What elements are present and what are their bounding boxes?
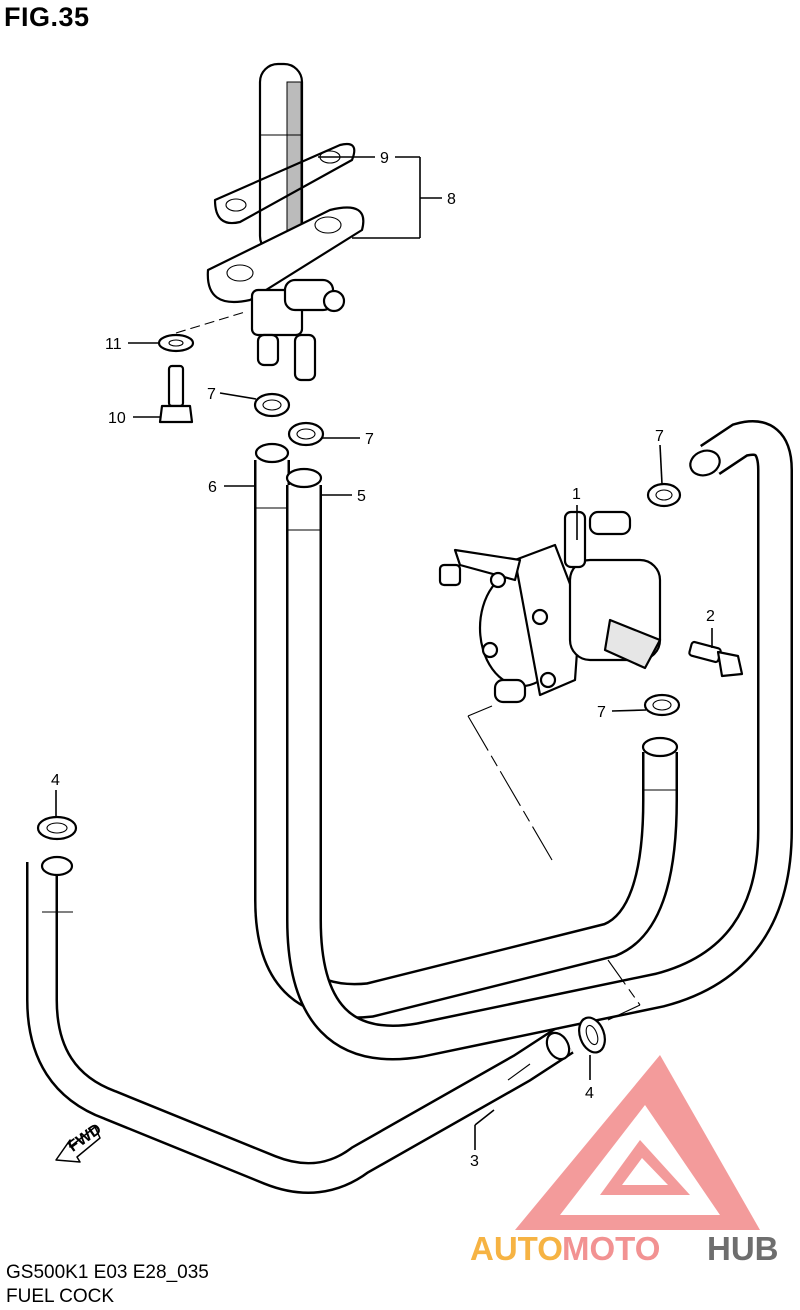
- hose-5: [285, 420, 793, 1061]
- callout-7d: 7: [597, 704, 606, 721]
- clamp-7-b: [287, 421, 360, 447]
- callout-7a: 7: [207, 386, 216, 403]
- watermark-logo: [515, 1055, 760, 1230]
- callout-8: 8: [447, 191, 456, 208]
- clamp-4-b: [578, 959, 641, 1080]
- washer-11: [128, 311, 246, 353]
- callout-11: 11: [105, 336, 122, 353]
- leaders-hoses: [224, 485, 495, 1150]
- watermark-hub: HUB: [707, 1230, 779, 1267]
- callout-7b: 7: [365, 431, 374, 448]
- diagram-name: FUEL COCK: [6, 1286, 115, 1307]
- watermark-auto: AUTO: [470, 1230, 563, 1267]
- callout-1: 1: [572, 486, 581, 503]
- watermark-moto: MOTO: [562, 1230, 660, 1267]
- bolt-10: [133, 364, 194, 424]
- fuel-valve-1: [438, 505, 662, 861]
- leader-8-9: [318, 156, 442, 239]
- clamp-7-d: [611, 693, 681, 717]
- callout-5: 5: [357, 488, 366, 505]
- bolt-2: [688, 628, 744, 678]
- diagram-code: GS500K1 E03 E28_035: [6, 1262, 209, 1283]
- fwd-arrow-icon: FWD: [55, 1121, 105, 1163]
- callout-4a: 4: [51, 772, 60, 789]
- callout-9: 9: [380, 150, 389, 167]
- clamp-7-a: [219, 392, 291, 418]
- callout-2: 2: [706, 608, 715, 625]
- callout-numbers: 1 2 3 4 4 5 6 7 7 7 7 8 9 10 11: [51, 150, 715, 1170]
- callout-10: 10: [108, 410, 126, 427]
- fuel-cock-strainer: [258, 62, 304, 256]
- callout-7c: 7: [655, 428, 664, 445]
- watermark-text: AUTO MOTO HUB: [470, 1230, 779, 1267]
- callout-6: 6: [208, 479, 217, 496]
- hose-3: [26, 855, 574, 1194]
- figure-title: FIG.35: [4, 2, 90, 32]
- hose-6: [254, 442, 679, 1019]
- callout-3: 3: [470, 1153, 479, 1170]
- clamp-4-a: [36, 790, 78, 841]
- callout-4b: 4: [585, 1085, 594, 1102]
- fuel-cock-body: [206, 206, 365, 382]
- clamp-7-c: [646, 444, 682, 508]
